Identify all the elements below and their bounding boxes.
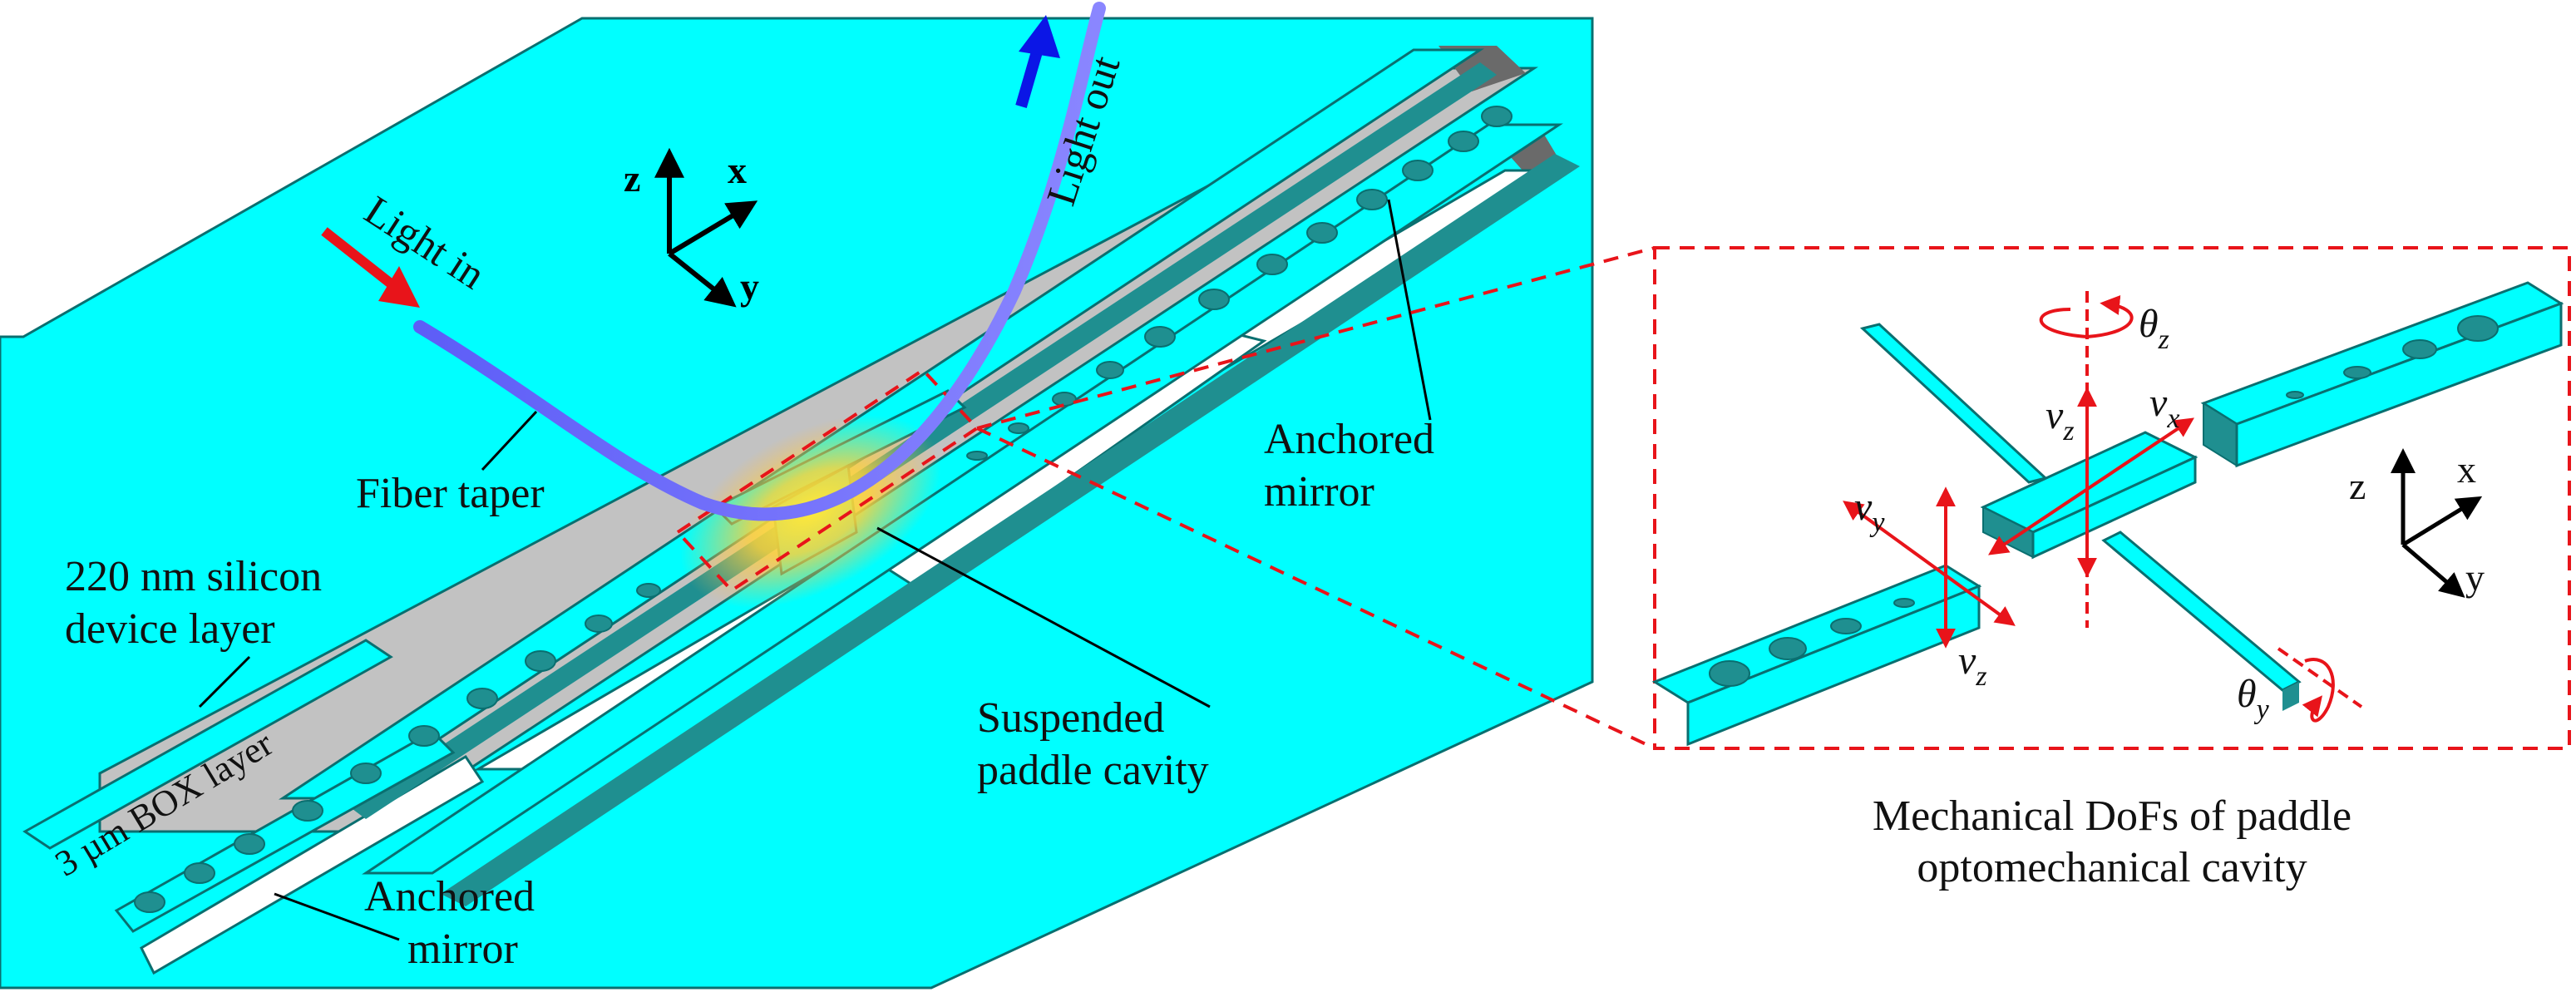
anchored-mirror-bottom-label-2: mirror bbox=[407, 925, 518, 973]
dof-vz-bottom-label: vz bbox=[1958, 639, 1987, 692]
device-layer-label-2: device layer bbox=[65, 605, 275, 653]
axis-z-left: z bbox=[624, 157, 640, 200]
anchored-mirror-top-label-1: Anchored bbox=[1264, 416, 1434, 463]
axis-x-right: x bbox=[2457, 448, 2476, 491]
leader-lines bbox=[198, 199, 1432, 941]
fiber-taper-label: Fiber taper bbox=[356, 470, 545, 517]
axis-z-right: z bbox=[2349, 465, 2366, 507]
dof-vx-label: vx bbox=[2149, 381, 2179, 434]
axis-x-left: x bbox=[728, 149, 747, 191]
axes-right bbox=[2391, 448, 2483, 598]
photonic-holes bbox=[134, 106, 1513, 913]
dof-inset: θz vz vx vy vz θy z x y Mechanical DoFs … bbox=[1651, 246, 2571, 891]
device-layer-label-1: 220 nm silicon bbox=[65, 553, 322, 600]
anchored-mirror-top-label-2: mirror bbox=[1264, 468, 1374, 516]
dof-vy-label: vy bbox=[1854, 485, 1885, 538]
anchored-mirror-bottom-label-1: Anchored bbox=[364, 873, 535, 920]
inset-mirror-right bbox=[2200, 281, 2564, 468]
dof-theta-z-label: θz bbox=[2139, 302, 2169, 355]
axes-left bbox=[654, 147, 758, 308]
dof-theta-y-label: θy bbox=[2237, 672, 2270, 725]
axis-y-right: y bbox=[2465, 556, 2485, 599]
axis-y-left: y bbox=[740, 265, 759, 308]
inset-caption-1: Mechanical DoFs of paddle bbox=[1873, 792, 2351, 840]
dof-arrows bbox=[1843, 291, 2363, 723]
light-in-arrow bbox=[321, 227, 398, 291]
zoom-lines bbox=[976, 246, 1656, 750]
inset-caption-2: optomechanical cavity bbox=[1917, 844, 2307, 891]
suspended-label-2: paddle cavity bbox=[977, 747, 1209, 794]
chip-3d-view: z x y Light in Light out 3 µm BOX layer … bbox=[0, 2, 1594, 990]
fiber-taper bbox=[413, 2, 1106, 521]
dof-vz-top-label: vz bbox=[2046, 393, 2075, 447]
suspended-label-1: Suspended bbox=[977, 694, 1164, 742]
